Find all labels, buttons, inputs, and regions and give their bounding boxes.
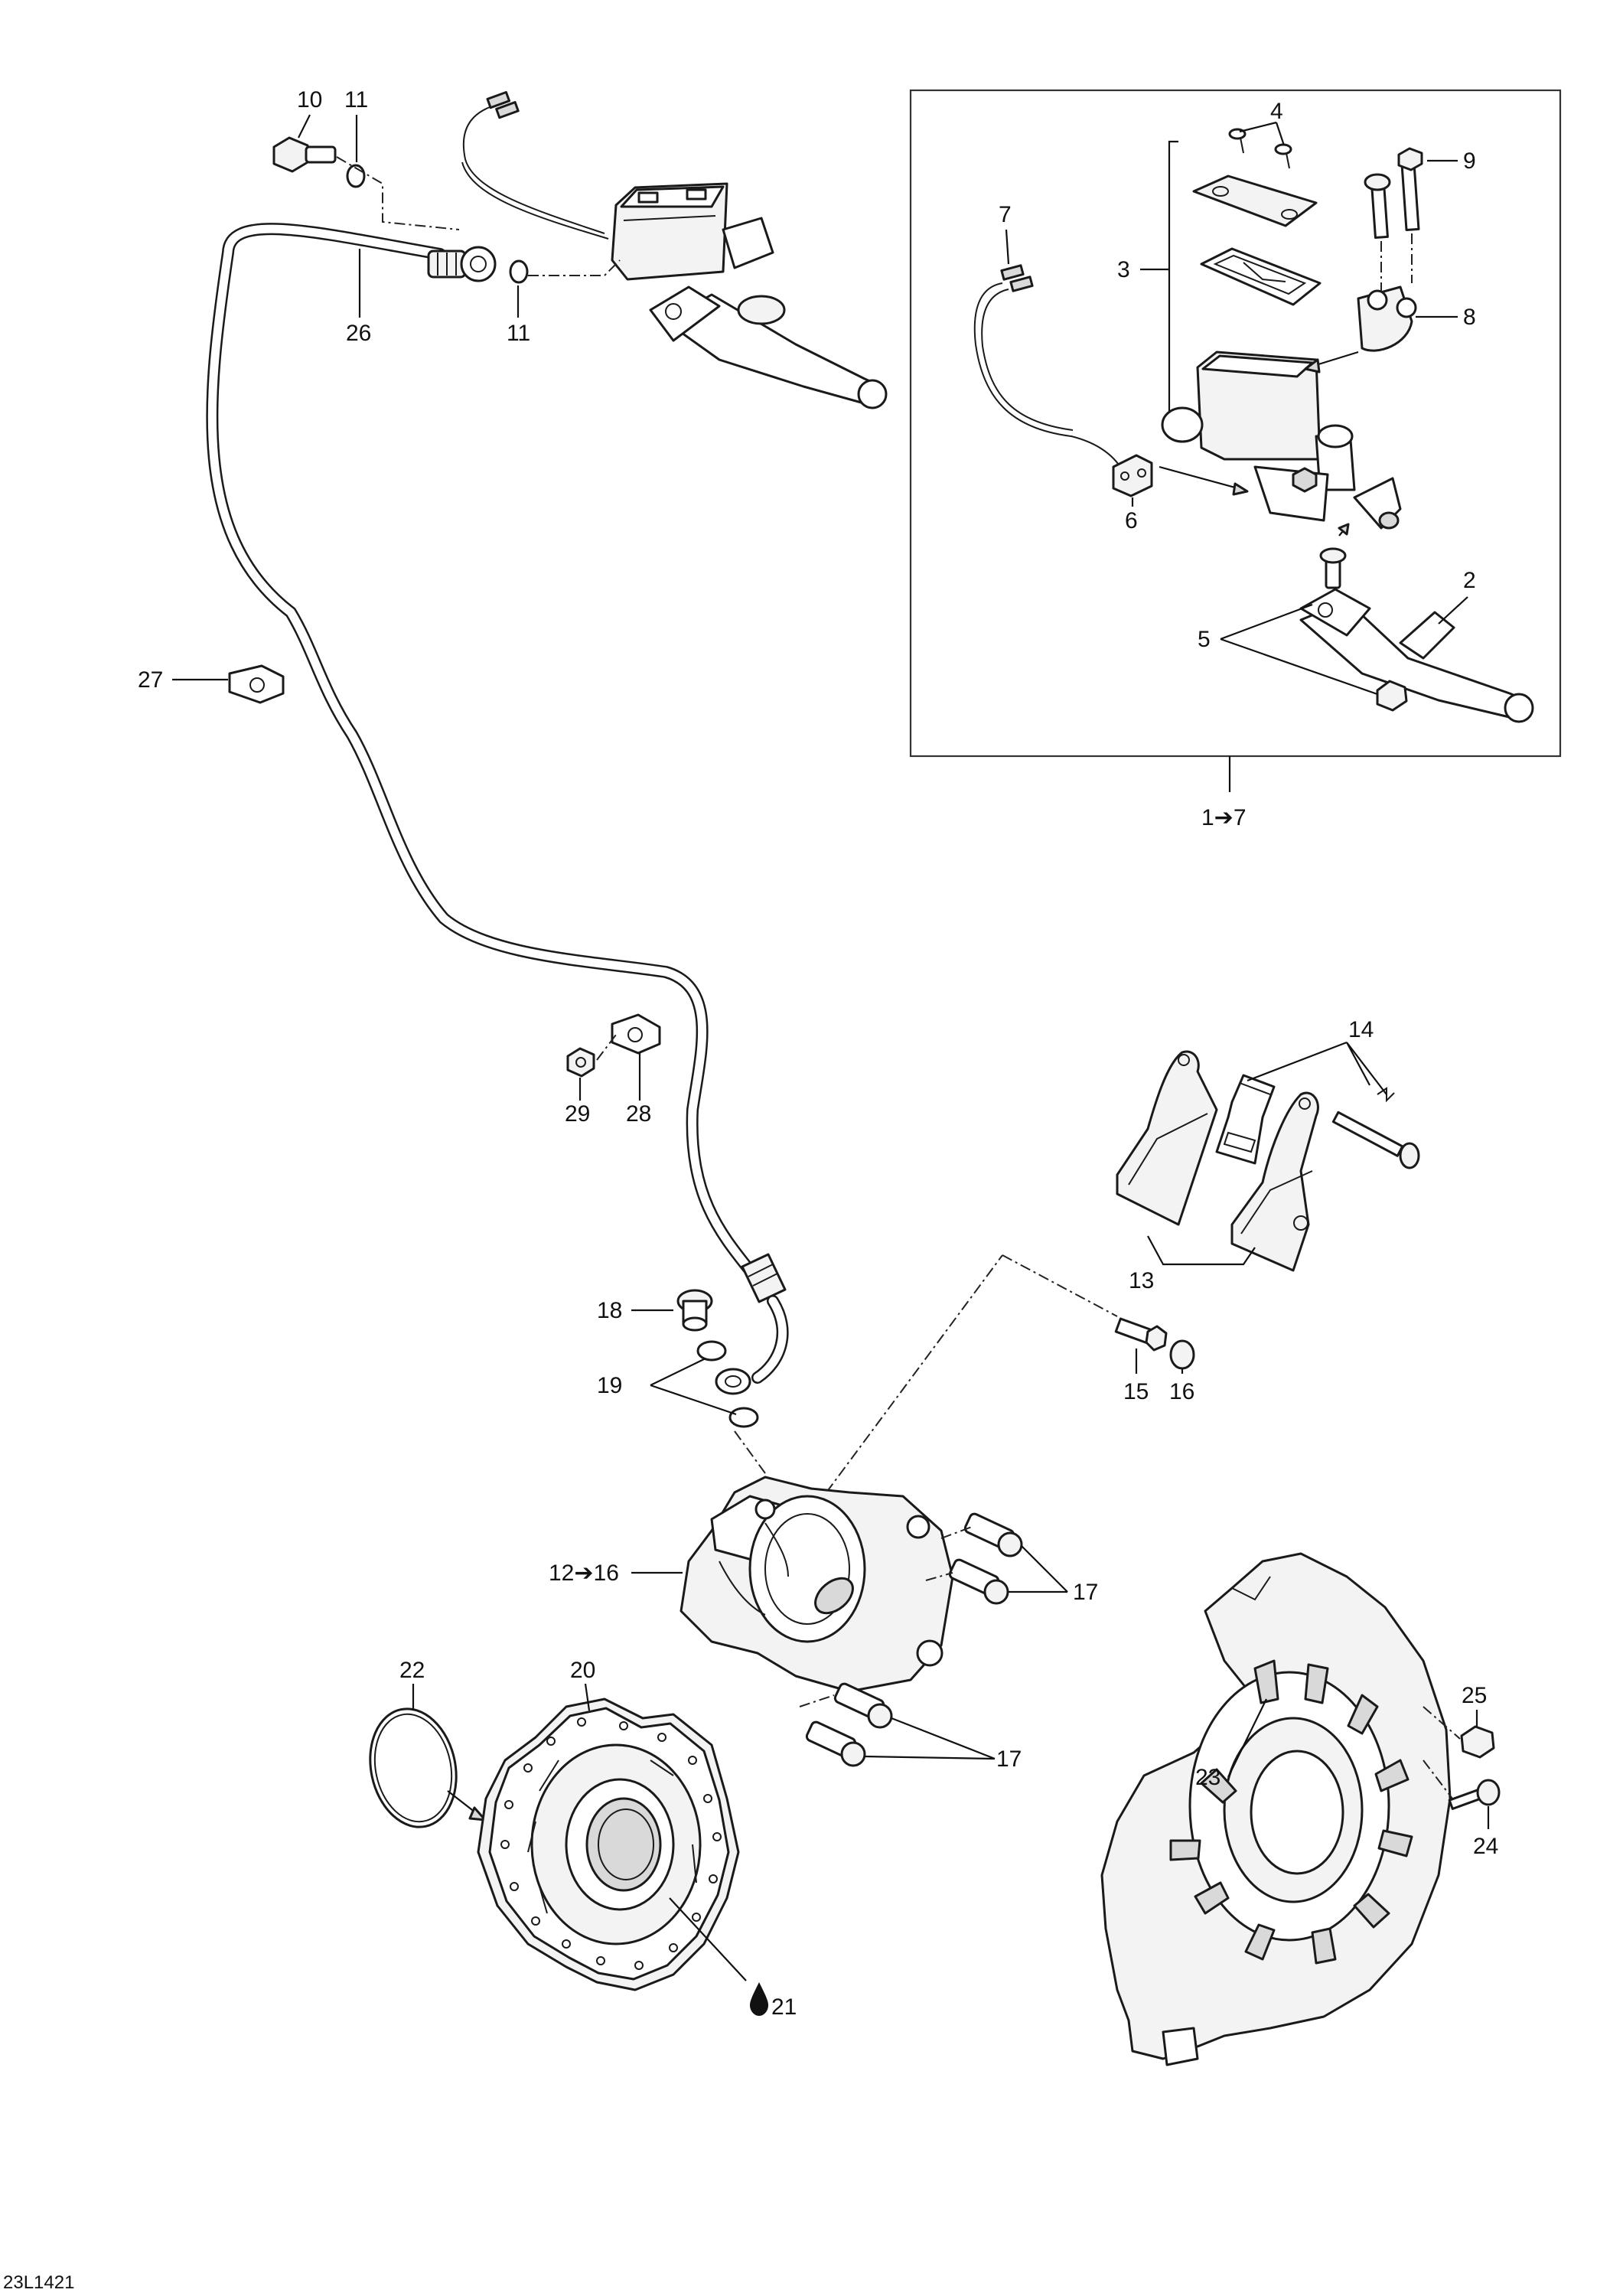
handlebar-clamp-8 [1357,285,1417,352]
brake-lever-2 [1299,588,1534,723]
callout-19: 19 [597,1373,622,1398]
hose-clamp-28 [611,1013,661,1055]
clamp-screws-9 [1364,147,1423,239]
brake-caliper-12 [680,1476,954,1693]
callout-4: 4 [1270,99,1283,124]
callout-26: 26 [346,321,371,346]
bleeder-cap-16 [1169,1339,1195,1370]
callout-15: 15 [1123,1379,1149,1404]
callout-2: 2 [1463,568,1476,593]
master-cylinder-body [1161,351,1356,522]
callout-27: 27 [138,667,163,693]
callout-8: 8 [1463,305,1476,330]
callout-17-lower: 17 [996,1746,1022,1772]
lever-pivot-nut [1376,680,1408,712]
caliper-bolts-17-lower [805,1682,893,1767]
pad-pin-14 [1331,1087,1420,1169]
pad-spring-14 [1215,1074,1276,1165]
hose-clamp-27 [228,664,285,704]
callout-20: 20 [570,1658,595,1683]
diagram-code: 23L1421 [3,2272,74,2293]
callout-3: 3 [1117,257,1130,282]
nut-29 [566,1047,595,1078]
o-ring-22 [369,1707,458,1828]
guard-nut-25 [1460,1725,1495,1759]
caliper-bolts-17-upper [948,1512,1023,1605]
banjo-bolt-10 [272,136,337,173]
callout-7: 7 [999,202,1012,227]
callout-22: 22 [399,1658,425,1683]
callout-13: 13 [1129,1268,1154,1293]
callout-16: 16 [1169,1379,1194,1404]
callout-18: 18 [597,1298,622,1323]
callout-11-lower: 11 [507,321,530,346]
callout-6: 6 [1125,508,1138,533]
callout-14: 14 [1348,1017,1374,1042]
guard-screw-24 [1448,1779,1501,1810]
callout-29: 29 [565,1101,590,1127]
reservoir-cover-parts-3 [1192,174,1322,306]
caliper-range-label: 12➔16 [549,1561,619,1586]
inset-range-label: 1➔7 [1201,805,1247,830]
callout-23: 23 [1195,1765,1221,1790]
splash-guard-23 [1100,1552,1452,2066]
brake-hose [206,223,789,1395]
banjo-washer-19-lower [728,1407,759,1428]
master-cylinder-assembly [461,91,888,409]
threadlocker-drop-icon [750,1982,768,2016]
brake-pads-13 [1116,1050,1319,1272]
brake-light-switch-6 [1112,454,1153,497]
callout-28: 28 [626,1101,651,1127]
cover-screws-4 [1228,128,1292,169]
master-cylinder-inset-frame [909,89,1562,758]
callout-24: 24 [1473,1834,1498,1859]
callout-11-upper: 11 [344,87,368,113]
bleed-screw-15 [1114,1317,1168,1352]
callout-9: 9 [1463,148,1476,174]
sealing-washer-11-lower [509,259,529,284]
lever-pivot-bolt [1319,547,1347,589]
callout-5: 5 [1198,627,1211,652]
callout-21: 21 [771,1994,797,2020]
banjo-washer-19-upper [696,1340,727,1362]
banjo-bolt-18 [676,1289,713,1332]
callout-17-upper: 17 [1073,1580,1098,1605]
callout-25: 25 [1462,1683,1487,1708]
callout-10: 10 [297,87,322,113]
brake-switch-wire [973,282,1126,475]
brake-disc-20 [477,1698,740,1991]
